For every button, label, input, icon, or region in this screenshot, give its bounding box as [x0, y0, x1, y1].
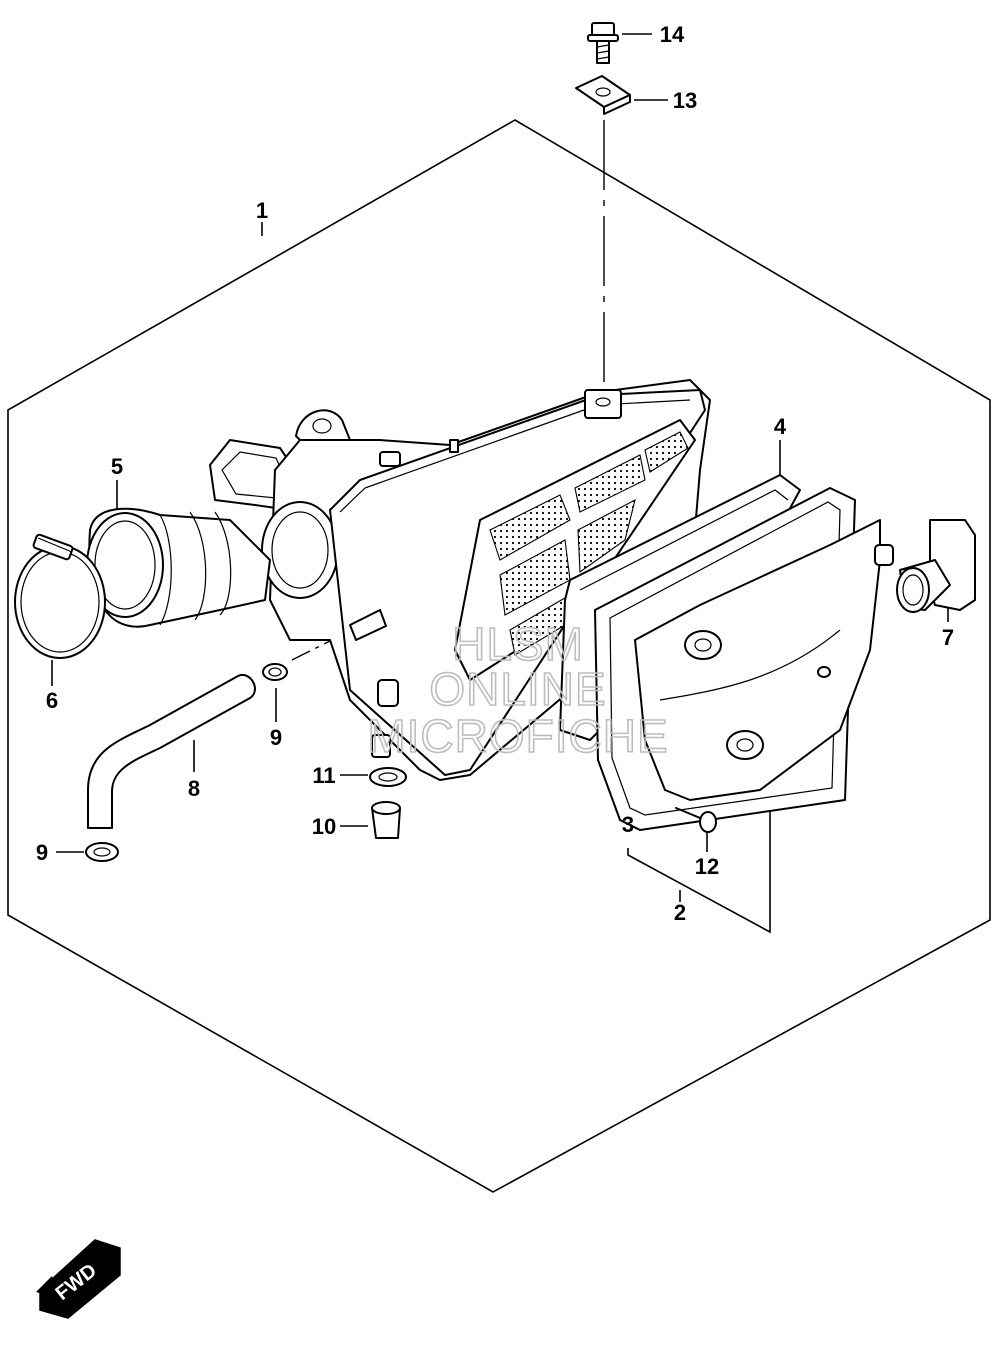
callout-1: 1 — [256, 198, 268, 223]
outlet-duct-part — [896, 519, 976, 613]
filter-mesh — [489, 431, 689, 656]
callout-8: 8 — [188, 776, 200, 801]
callout-11: 11 — [312, 763, 335, 788]
callout-9-upper: 9 — [270, 725, 282, 750]
intake-boot-part — [86, 507, 271, 628]
breather-hose-part — [87, 673, 256, 829]
watermark-line-1: HLSM — [452, 618, 584, 670]
callout-7: 7 — [942, 625, 954, 650]
callout-6: 6 — [46, 688, 58, 713]
callout-4: 4 — [774, 414, 787, 439]
hose-clip-upper-part — [262, 663, 288, 681]
callout-10: 10 — [312, 814, 336, 839]
assembly-boundary — [7, 119, 991, 1193]
callout-12: 12 — [695, 854, 719, 879]
callout-labels: 1 2 3 4 5 6 7 8 9 9 10 11 12 13 14 — [36, 22, 954, 925]
clip-nut-part — [575, 75, 631, 115]
callout-2: 2 — [674, 900, 686, 925]
drain-plug-part — [371, 801, 401, 839]
watermark: HLSM ONLINE MICROFICHE — [367, 617, 669, 763]
hose-clip-lower-part — [85, 842, 119, 862]
bolt-part — [587, 22, 619, 64]
callout-9-lower: 9 — [36, 840, 48, 865]
callout-13: 13 — [673, 88, 697, 113]
callout-3: 3 — [622, 812, 634, 837]
outer-cover-part — [634, 519, 894, 801]
watermark-line-3: MICROFICHE — [367, 710, 668, 762]
cover-screw-part — [675, 807, 717, 833]
callout-5: 5 — [111, 454, 123, 479]
drain-clip-part — [369, 767, 407, 787]
fwd-arrow: FWD — [36, 1239, 121, 1319]
callout-14: 14 — [660, 22, 685, 47]
watermark-line-2: ONLINE — [429, 663, 606, 715]
hose-clamp-part — [14, 533, 106, 659]
leader-lines — [51, 33, 949, 934]
air-cleaner-case-part — [209, 379, 711, 781]
